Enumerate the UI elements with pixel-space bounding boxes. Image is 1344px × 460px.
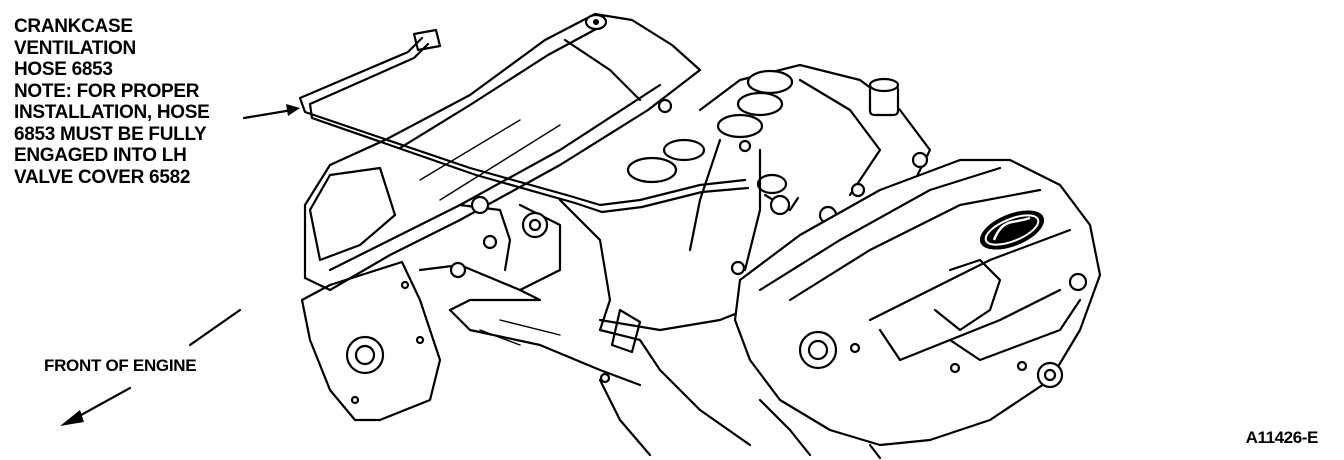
figure-id: A11426-E [1245, 428, 1319, 447]
front-of-engine-label: FRONT OF ENGINE [44, 356, 197, 375]
callout-line: ENGAGED INTO LH [14, 145, 187, 166]
callout-line: HOSE 6853 [14, 59, 113, 80]
arrow-down-left-icon [60, 308, 242, 426]
lh-valve-cover [303, 12, 702, 292]
callout-line: 6853 MUST BE FULLY [14, 123, 207, 145]
crankcase-ventilation-hose [298, 28, 800, 214]
leader-arrow [242, 104, 300, 120]
callout-line: VALVE COVER 6582 [14, 166, 191, 188]
callout-line: CRANKCASE [14, 16, 133, 37]
engine-block [300, 195, 752, 457]
hose-note-callout: CRANKCASE VENTILATION HOSE 6853 NOTE: FO… [14, 16, 210, 188]
intake-manifold [598, 63, 932, 332]
callout-line: INSTALLATION, HOSE [14, 102, 210, 123]
callout-line: NOTE: FOR PROPER [14, 80, 200, 102]
callout-line: VENTILATION [14, 37, 136, 59]
ford-logo [979, 210, 1045, 250]
